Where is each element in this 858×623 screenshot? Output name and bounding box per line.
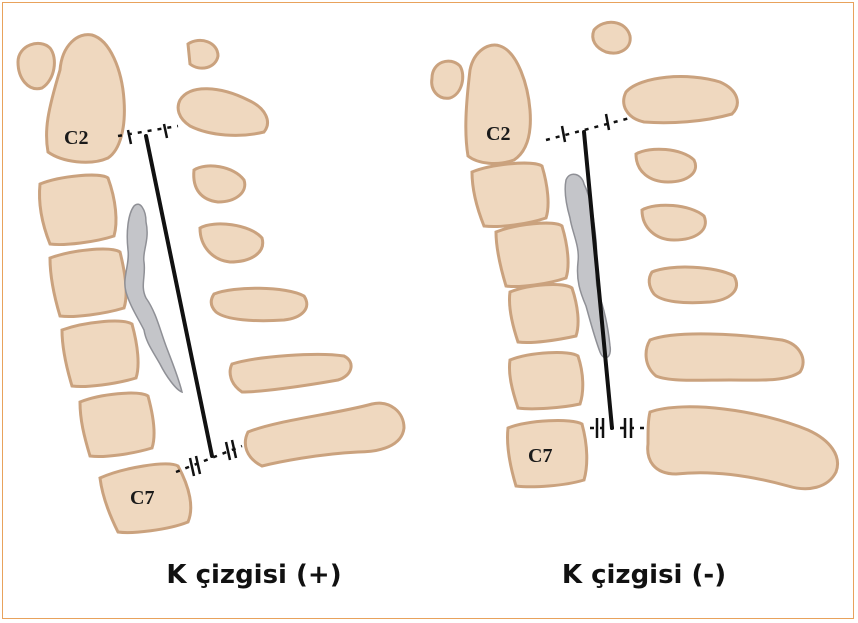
spinous-c6 bbox=[230, 354, 351, 392]
label-c2-left: C2 bbox=[64, 127, 88, 149]
vertebra-c5 bbox=[509, 285, 578, 343]
panel-right: C2 C7 bbox=[432, 22, 838, 488]
spinous-c2 bbox=[178, 89, 267, 136]
panel-left: C2 C7 bbox=[18, 35, 404, 533]
vertebra-c6 bbox=[80, 393, 154, 456]
vertebra-c3 bbox=[472, 163, 548, 226]
spinous-c7 bbox=[245, 403, 404, 466]
spinous-c6 bbox=[646, 334, 803, 380]
spinous-c4 bbox=[200, 224, 263, 262]
bone-occiput-right bbox=[432, 61, 463, 98]
spinous-c5 bbox=[211, 288, 307, 320]
hash-mark bbox=[226, 442, 230, 460]
caption-left: K çizgisi (+) bbox=[104, 560, 404, 590]
vertebra-c6 bbox=[509, 353, 582, 409]
spinous-c7 bbox=[648, 407, 838, 489]
hash-mark bbox=[562, 126, 565, 142]
vertebra-c2 bbox=[466, 45, 531, 163]
vertebra-c4 bbox=[496, 223, 568, 286]
bone-c1-posterior bbox=[593, 22, 630, 53]
hash-mark bbox=[128, 130, 131, 144]
bone-occiput-left bbox=[18, 43, 54, 88]
spinous-c5 bbox=[649, 267, 736, 303]
hash-mark bbox=[190, 458, 194, 476]
spinous-c3 bbox=[636, 149, 696, 182]
vertebra-c3 bbox=[39, 175, 116, 244]
label-c7-left: C7 bbox=[130, 487, 154, 509]
spinous-c2 bbox=[624, 77, 738, 123]
spinous-c3 bbox=[194, 166, 245, 202]
label-c7-right: C7 bbox=[528, 445, 552, 467]
caption-right: K çizgisi (-) bbox=[494, 560, 794, 590]
spinous-c4 bbox=[642, 205, 705, 240]
hash-mark bbox=[164, 124, 167, 138]
vertebra-c5 bbox=[62, 321, 138, 386]
c2-reference-line-right bbox=[546, 118, 630, 140]
label-c2-right: C2 bbox=[486, 123, 510, 145]
vertebra-c4 bbox=[50, 249, 126, 316]
hash-mark bbox=[606, 114, 609, 130]
bone-c1-posterior bbox=[188, 40, 218, 68]
